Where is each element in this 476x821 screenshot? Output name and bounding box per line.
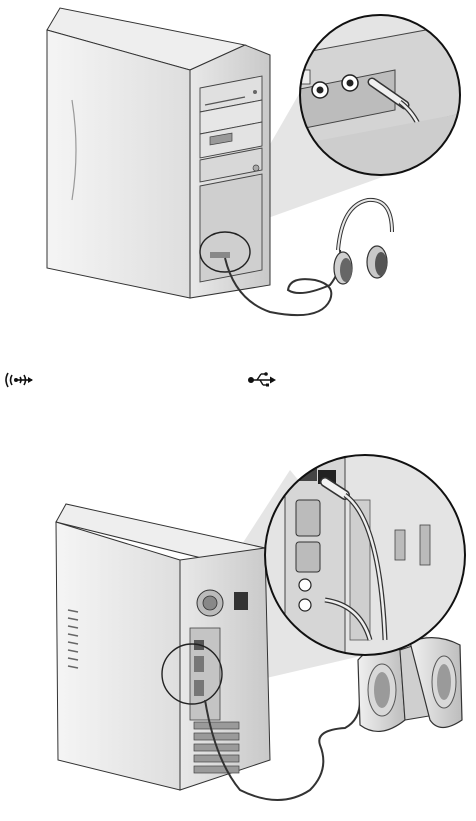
audio-headphone-icon <box>4 370 34 390</box>
front-tower-illustration <box>47 8 476 315</box>
usb-icon <box>247 370 277 390</box>
headphones <box>334 200 392 284</box>
rear-tower-illustration <box>56 455 465 800</box>
connector-icons-row <box>0 370 476 394</box>
rear-usb-port-zoom <box>265 455 465 655</box>
